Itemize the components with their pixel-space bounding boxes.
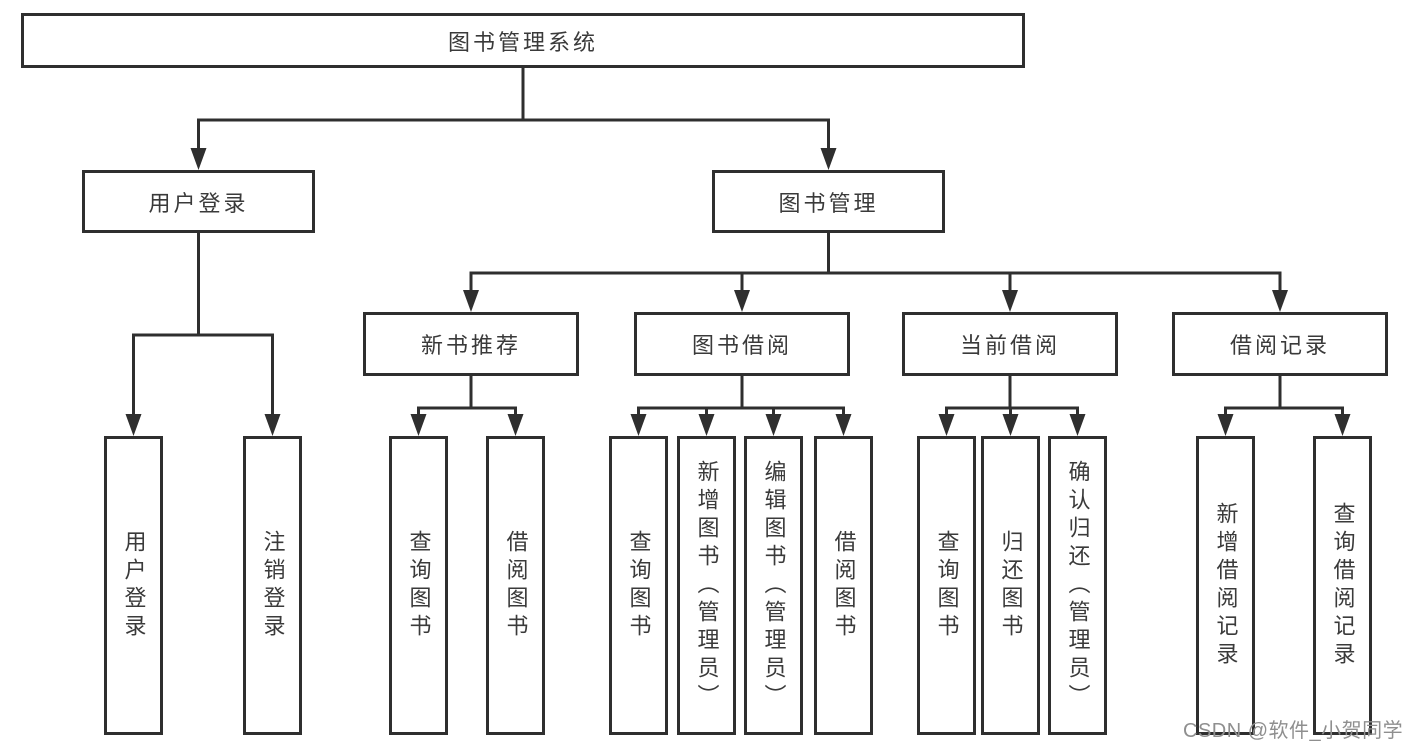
node-book-borrowing: 图书借阅 [634,312,850,376]
node-return-books: 归还图书 [981,436,1040,735]
arrowhead-icon [820,148,837,170]
node-query-books-borrowing: 查询图书 [609,436,668,735]
arrowhead-icon [507,414,524,436]
node-logout: 注销登录 [243,436,302,735]
arrowhead-icon [938,414,955,436]
node-query-borrowing-record: 查询借阅记录 [1313,436,1372,735]
node-book-management: 图书管理 [712,170,945,233]
node-edit-books-admin: 编辑图书（管理员） [744,436,803,735]
arrowhead-icon [765,414,782,436]
arrowhead-icon [190,148,207,170]
node-login: 用户登录 [104,436,163,735]
arrowhead-icon [1069,414,1086,436]
node-new-book-recommendation: 新书推荐 [363,312,579,376]
node-borrowing-records: 借阅记录 [1172,312,1388,376]
arrowhead-icon [1002,414,1019,436]
arrowhead-icon [410,414,427,436]
arrowhead-icon [264,414,281,436]
node-query-books-recommend: 查询图书 [389,436,448,735]
arrowhead-icon [835,414,852,436]
arrowhead-icon [630,414,647,436]
arrowhead-icon [734,290,750,312]
arrowhead-icon [1334,414,1351,436]
arrowhead-icon [125,414,142,436]
node-add-borrowing-record: 新增借阅记录 [1196,436,1255,735]
node-add-books-admin: 新增图书（管理员） [677,436,736,735]
arrowhead-icon [1272,290,1288,312]
arrowhead-icon [698,414,715,436]
watermark: CSDN @软件_小贺同学 [1183,720,1404,742]
arrowhead-icon [463,290,479,312]
node-confirm-return-admin: 确认归还（管理员） [1048,436,1107,735]
node-borrow-books-borrowing: 借阅图书 [814,436,873,735]
node-query-books-current: 查询图书 [917,436,976,735]
node-current-borrowing: 当前借阅 [902,312,1118,376]
node-root: 图书管理系统 [21,13,1025,68]
arrowhead-icon [1217,414,1234,436]
node-user-login: 用户登录 [82,170,315,233]
node-borrow-books-recommend: 借阅图书 [486,436,545,735]
arrowhead-icon [1002,290,1018,312]
